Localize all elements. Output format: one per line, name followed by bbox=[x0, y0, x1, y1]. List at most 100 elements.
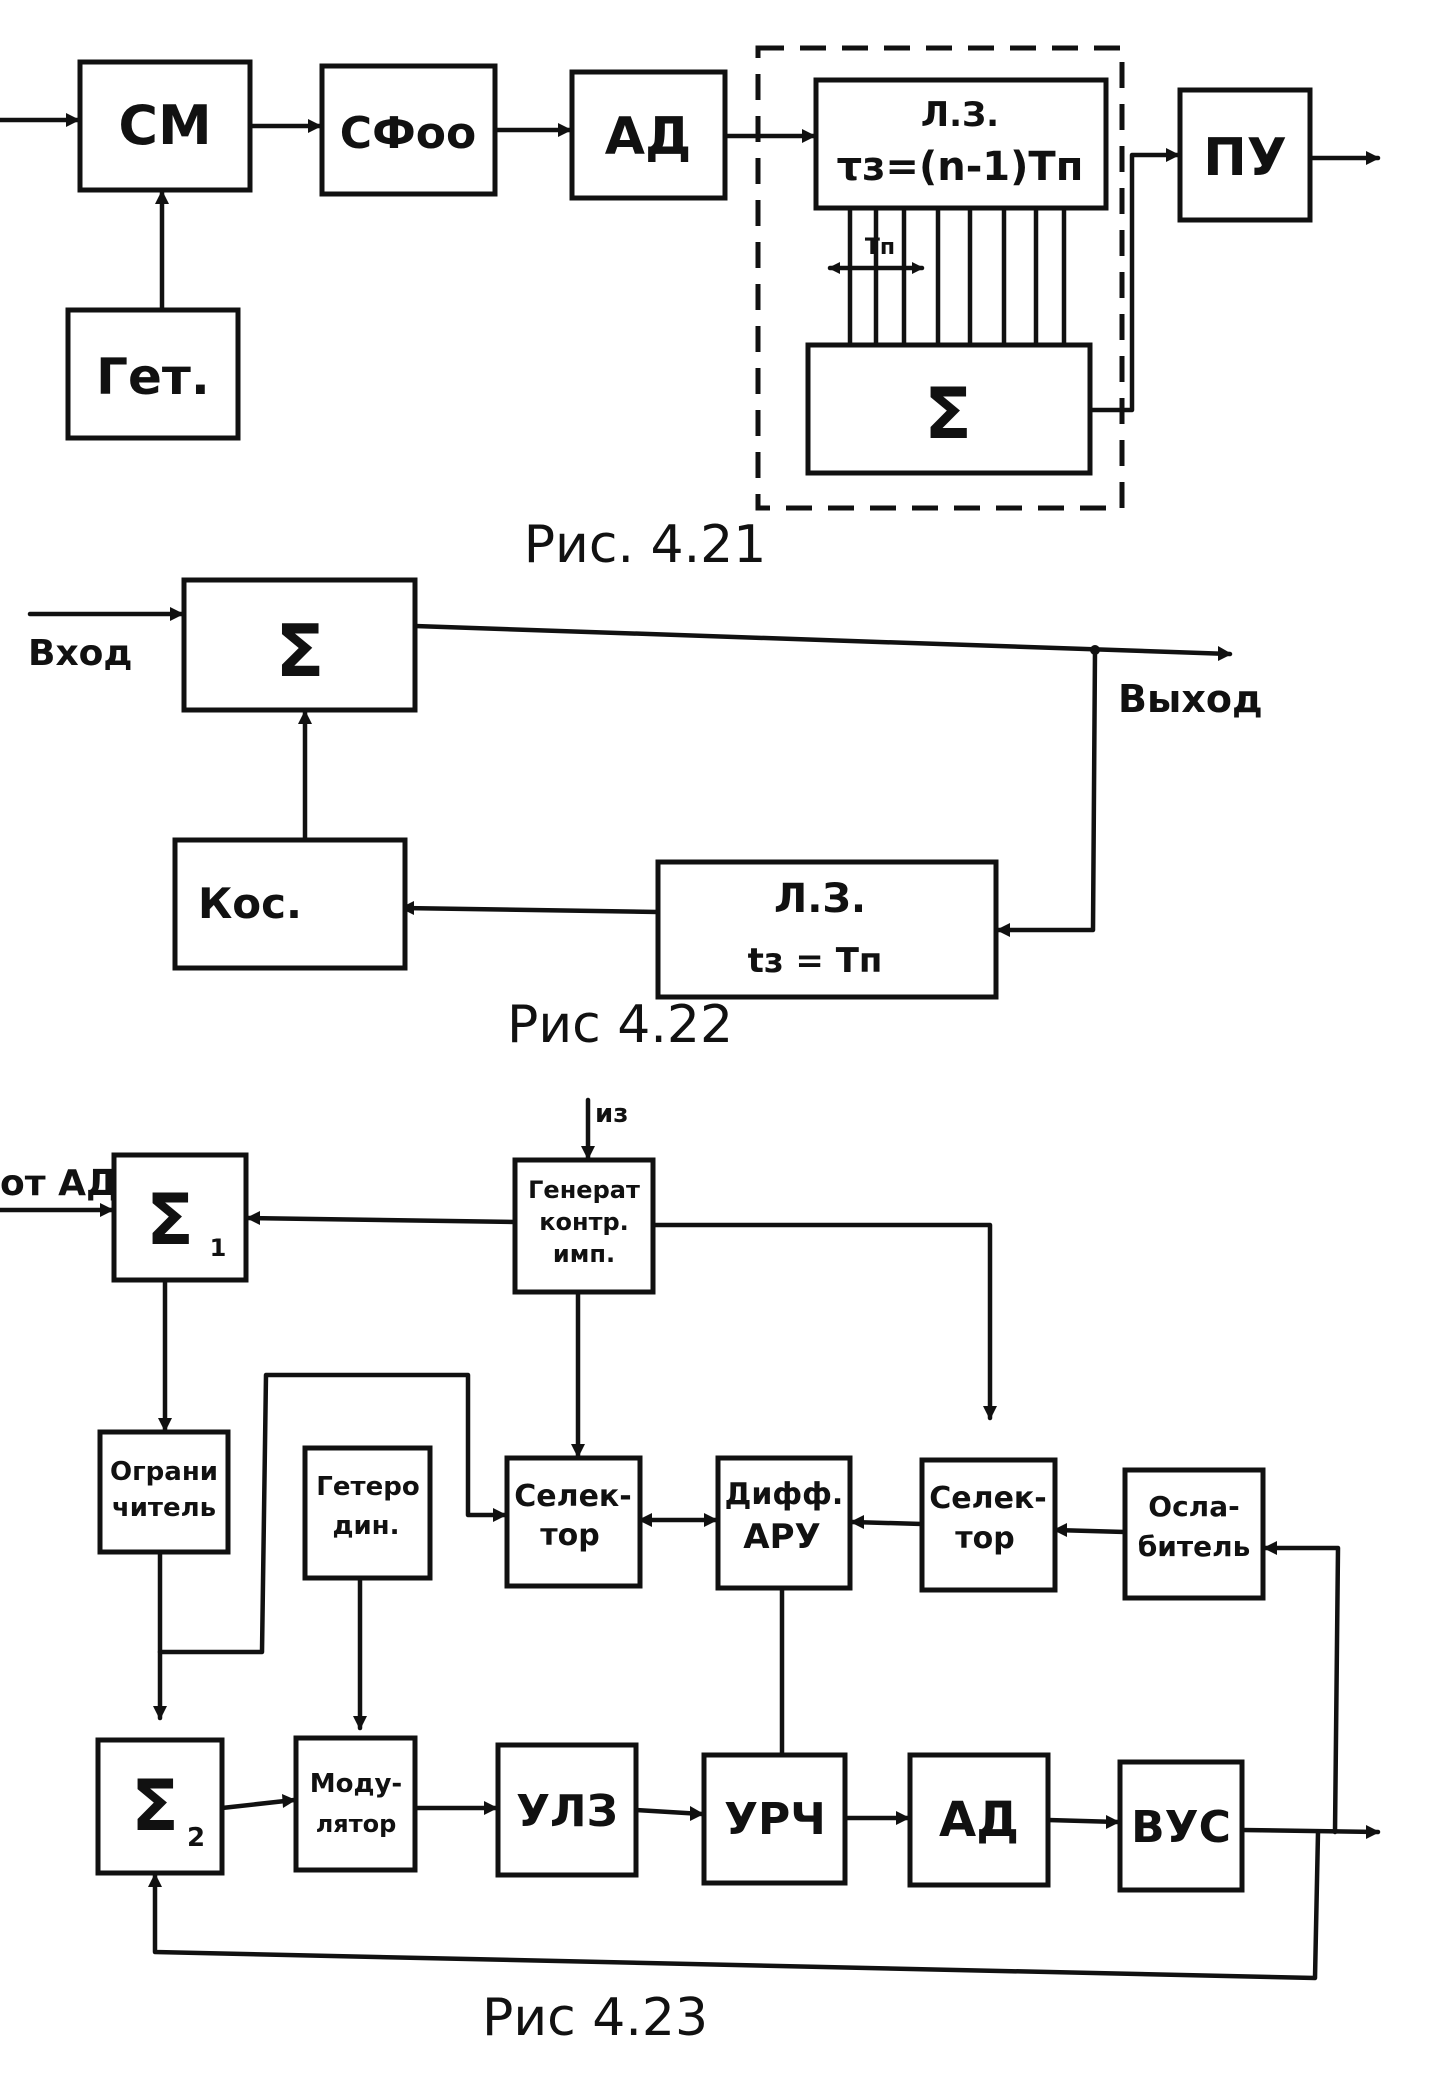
fig422-caption: Рис 4.22 bbox=[507, 995, 733, 1055]
fig423-modulator-line1: Моду- bbox=[310, 1769, 402, 1799]
fig423-output-arrow bbox=[1366, 1825, 1380, 1839]
fig421-sum-label: Σ bbox=[924, 373, 972, 455]
fig423-modulator-ulz-arrow bbox=[484, 1801, 498, 1815]
fig423-ulz-urch-arrow bbox=[690, 1806, 704, 1821]
fig423-attenuator-block bbox=[1122, 1467, 1266, 1601]
fig423-sum1-sub: 1 bbox=[210, 1234, 227, 1262]
fig423-diff-aru-line1: Дифф. bbox=[725, 1477, 844, 1512]
fig423-output-attenuator-arrow bbox=[1263, 1541, 1277, 1555]
fig421-sf-ad-arrow bbox=[558, 123, 572, 137]
fig423-sum1-label: Σ bbox=[146, 1179, 194, 1261]
fig421-delay-line-block bbox=[813, 77, 1109, 211]
fig423-ad-block bbox=[907, 1752, 1051, 1888]
fig423-vus-block bbox=[1117, 1759, 1245, 1893]
fig423-heterodyne-line1: Гетеро bbox=[316, 1472, 419, 1502]
fig421-tap-spacing-arrow-right bbox=[912, 262, 924, 274]
fig421-get-cm-arrow bbox=[155, 190, 169, 204]
figure-4-23: от АД из bbox=[0, 1097, 1381, 2048]
fig423-selector1-aru-arrow bbox=[704, 1513, 718, 1527]
fig423-iz-gen-arrow bbox=[581, 1146, 595, 1160]
fig423-limiter-block bbox=[97, 1429, 231, 1555]
fig422-feedback-arrow bbox=[996, 923, 1010, 937]
fig423-diff-aru-line2: АРУ bbox=[743, 1517, 820, 1557]
fig422-output-line bbox=[412, 623, 1233, 657]
fig422-feedback-line bbox=[995, 647, 1098, 933]
fig423-urch-block bbox=[701, 1752, 848, 1886]
fig421-ad-label: АД bbox=[605, 107, 692, 167]
fig422-delay-title: Л.З. bbox=[774, 876, 866, 922]
fig422-input-arrow bbox=[170, 607, 184, 621]
fig421-pu-block bbox=[1177, 87, 1313, 223]
fig421-tap-spacing-arrow-left bbox=[828, 262, 840, 274]
fig423-selector2-line2: тор bbox=[955, 1521, 1014, 1556]
fig423-gen-line2: контр. bbox=[539, 1208, 629, 1236]
fig423-selector2-line1: Селек- bbox=[929, 1481, 1047, 1516]
fig423-heterodyne-modulator-arrow bbox=[353, 1716, 367, 1730]
fig423-selector1-line1: Селек- bbox=[514, 1479, 632, 1514]
fig423-gen-selector1-arrow bbox=[571, 1444, 585, 1458]
fig423-heterodyne-block bbox=[302, 1445, 433, 1581]
fig423-aru-selector1-arrow bbox=[638, 1513, 652, 1527]
fig423-sum2-modulator-arrow bbox=[282, 1794, 296, 1808]
fig423-sum1-block bbox=[111, 1152, 249, 1283]
fig423-selector1-line2: тор bbox=[540, 1518, 599, 1553]
fig423-gen-selector2-arrow bbox=[983, 1406, 997, 1420]
fig422-input-label: Вход bbox=[28, 633, 132, 674]
fig423-sum2-block bbox=[95, 1737, 225, 1876]
fig423-modulator-line2: лятор bbox=[316, 1810, 397, 1838]
fig422-kos-sum-arrow bbox=[298, 710, 312, 724]
fig423-sum2-label: Σ bbox=[131, 1765, 179, 1847]
fig421-sf-label: СФоо bbox=[340, 108, 476, 159]
fig423-modulator-block bbox=[293, 1735, 418, 1873]
fig421-tap-label: Tп bbox=[865, 235, 895, 260]
fig423-diff-aru-block bbox=[715, 1455, 853, 1591]
fig421-dashed-frame bbox=[755, 45, 1125, 511]
fig421-get-label: Гет. bbox=[96, 348, 210, 406]
fig423-selector2-block bbox=[919, 1457, 1058, 1593]
fig422-kos-label: Кос. bbox=[198, 879, 302, 928]
fig423-sum1-limiter-arrow bbox=[158, 1418, 172, 1432]
fig421-ad-block bbox=[569, 69, 728, 201]
fig423-limiter-selector1-arrow bbox=[493, 1508, 507, 1522]
fig423-gen-sum1-arrow bbox=[246, 1211, 260, 1225]
fig423-selector1-block bbox=[504, 1455, 643, 1589]
fig423-sum2-sub: 2 bbox=[187, 1823, 205, 1853]
fig421-pu-label: ПУ bbox=[1203, 128, 1287, 188]
fig423-sum2-modulator-line bbox=[219, 1797, 297, 1811]
fig423-urch-label: УРЧ bbox=[724, 1794, 826, 1845]
fig421-output-arrow bbox=[1366, 151, 1380, 165]
figure-4-21: СМ СФоо АД Л.З. τз=(n-1)Tп Tп Σ ПУ Гет. … bbox=[0, 45, 1381, 575]
fig422-output-label: Выход bbox=[1118, 677, 1263, 721]
fig422-delay-kos-line bbox=[399, 905, 661, 915]
fig423-heterodyne-line2: дин. bbox=[332, 1511, 399, 1541]
fig423-gen-selector2-line bbox=[647, 1222, 993, 1421]
fig421-delay-formula: τз=(n-1)Tп bbox=[837, 144, 1084, 190]
fig422-output-arrow bbox=[1218, 646, 1232, 661]
fig421-cm-label: СМ bbox=[118, 94, 211, 157]
fig421-delay-taps bbox=[847, 205, 1067, 348]
fig423-ad-vus-arrow bbox=[1106, 1815, 1120, 1829]
fig421-cm-sf-arrow bbox=[308, 119, 322, 133]
fig421-sum-pu-line bbox=[1087, 152, 1181, 413]
fig422-sum-label: Σ bbox=[275, 609, 324, 693]
fig423-limiter-sum2-arrow bbox=[153, 1706, 167, 1720]
fig423-vus-label: ВУС bbox=[1131, 1802, 1231, 1853]
fig423-limiter-selector1-line bbox=[157, 1372, 508, 1655]
fig423-limiter-line1: Ограни bbox=[110, 1457, 218, 1487]
fig422-kos-block bbox=[172, 837, 408, 971]
fig423-generator-block bbox=[512, 1157, 656, 1295]
fig421-get-block bbox=[65, 307, 241, 441]
fig422-delay-formula: tз = Tп bbox=[748, 941, 883, 981]
fig423-output-line bbox=[1239, 1827, 1381, 1835]
fig423-output-sum2-line bbox=[152, 1829, 1321, 1981]
fig423-caption: Рис 4.23 bbox=[482, 1988, 708, 2048]
figure-4-22: Вход Выход Σ Кос. Л.З. tз = Tп Рис 4.22 bbox=[27, 577, 1263, 1055]
fig422-delay-line-block bbox=[655, 859, 999, 1000]
fig423-gen-line3: имп. bbox=[553, 1240, 615, 1268]
fig421-delay-title: Л.З. bbox=[921, 95, 999, 135]
fig423-gen-sum1-line bbox=[245, 1215, 518, 1225]
fig423-attenuator-selector2-arrow bbox=[1053, 1523, 1067, 1537]
fig421-input-arrow bbox=[66, 113, 80, 127]
fig423-ad-label: АД bbox=[939, 1792, 1019, 1848]
